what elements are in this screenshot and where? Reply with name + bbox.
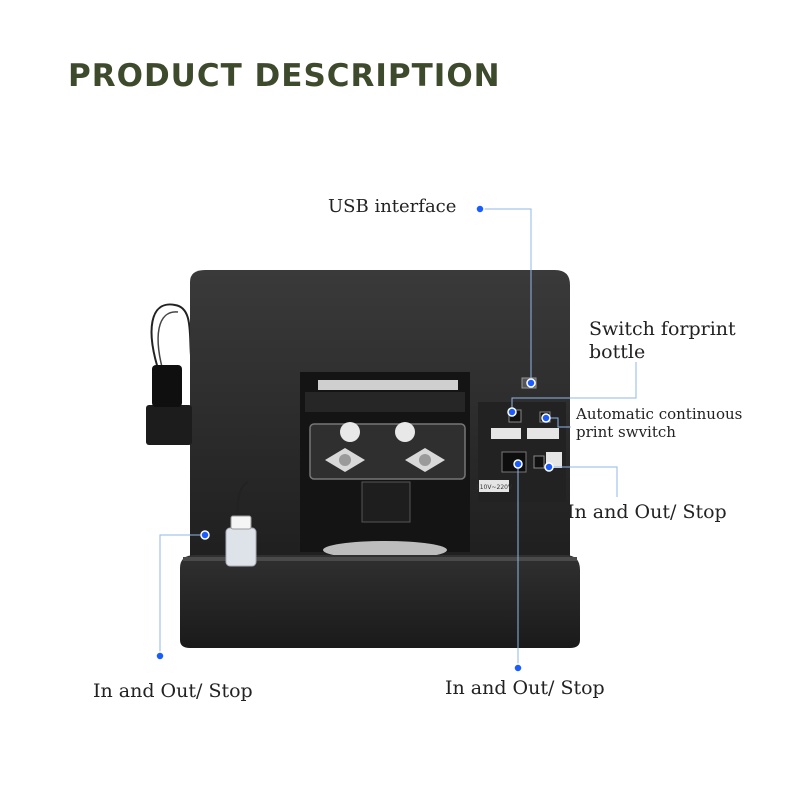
right-stop-label: In and Out/ Stop: [567, 501, 727, 524]
ink-bottle-black: [152, 365, 182, 407]
callout-dot: [155, 651, 165, 661]
print-bay-shade: [305, 392, 465, 412]
base-highlight: [183, 557, 577, 561]
panel-sticker: [491, 428, 521, 439]
callout-line-right-stop: [549, 466, 618, 497]
auto-print-line1: Automatic continuous: [576, 405, 743, 423]
printer-base: [180, 555, 580, 648]
switch-bottle-label: Switch forprint bottle: [589, 318, 736, 364]
callout-dot: [507, 407, 517, 417]
bottom-center-stop-label: In and Out/ Stop: [445, 677, 605, 700]
clear-bottle-cap: [230, 515, 252, 530]
callout-dot: [544, 462, 554, 472]
voltage-sticker: [479, 480, 509, 492]
carriage-roller: [340, 422, 360, 442]
callout-dot: [475, 204, 485, 214]
usb-interface-text: USB interface: [328, 196, 457, 217]
callout-line-left-stop: [159, 534, 205, 656]
callout-line-usb: [480, 208, 532, 383]
callout-dot: [200, 530, 210, 540]
side-ink-holder: [146, 405, 192, 445]
callout-line-auto: [546, 417, 571, 428]
print-bay-top: [318, 380, 458, 390]
auto-print-switch-label: Automatic continuous print swvitch: [576, 405, 742, 442]
bottom-left-stop-text: In and Out/ Stop: [93, 680, 253, 702]
carriage-roller: [395, 422, 415, 442]
callout-dot: [513, 459, 523, 469]
switch-bottle-line1: Switch forprint: [589, 318, 736, 340]
voltage-label: 110V~220V: [476, 484, 513, 491]
carriage-motor: [361, 481, 411, 523]
right-stop-text: In and Out/ Stop: [567, 501, 727, 523]
callout-dot: [541, 413, 551, 423]
carriage-clip-bolt: [339, 454, 351, 466]
clear-bottle: [225, 527, 257, 567]
print-carriage: [309, 423, 466, 480]
bottom-left-stop-label: In and Out/ Stop: [93, 680, 253, 703]
callout-dot: [513, 663, 523, 673]
callout-dots: [155, 204, 554, 673]
usb-interface-label: USB interface: [328, 196, 456, 218]
panel-switch: [533, 455, 545, 469]
bottom-center-stop-text: In and Out/ Stop: [445, 677, 605, 699]
carriage-clip-bolt: [419, 454, 431, 466]
print-platform: [323, 541, 447, 559]
callout-dot: [526, 378, 536, 388]
auto-print-line2: print swvitch: [576, 423, 676, 442]
switch-bottle-line2: bottle: [589, 341, 646, 364]
callout-line-switch-bottle: [511, 362, 637, 412]
page-title: PRODUCT DESCRIPTION: [68, 58, 501, 94]
callout-lines: [159, 208, 637, 668]
panel-sticker: [527, 428, 559, 439]
